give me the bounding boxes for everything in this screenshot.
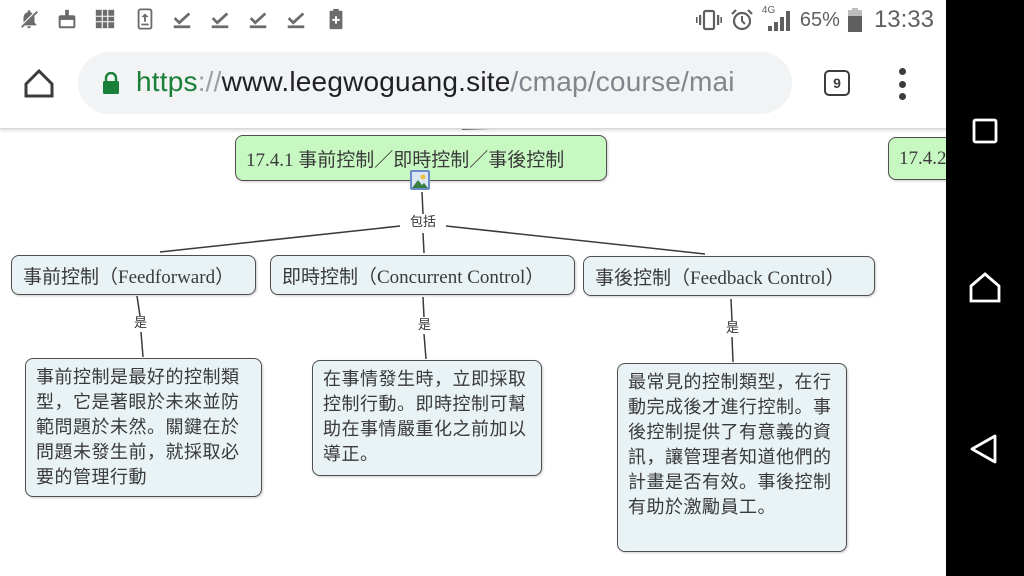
lock-icon	[103, 72, 119, 94]
alarm-icon	[731, 9, 753, 31]
home-icon[interactable]	[968, 271, 1002, 305]
tab-count: 9	[833, 75, 841, 91]
clock: 13:33	[873, 6, 934, 33]
description-node-concurrent-control[interactable]: 在事情發生時，立即採取控制行動。即時控制可幫助在事情嚴重化之前加以導正。	[312, 360, 542, 476]
cleaner-broom-icon	[58, 9, 76, 29]
topic-node-17-4-1[interactable]: 17.4.1 事前控制／即時控制／事後控制	[235, 135, 607, 181]
recents-icon[interactable]	[968, 114, 1002, 148]
description-node-feedforward[interactable]: 事前控制是最好的控制類型，它是著眼於未來並防範問題於未然。關鍵在於問題未發生前，…	[25, 358, 262, 497]
vibrate-icon	[695, 9, 722, 31]
download-done-icon	[249, 12, 267, 29]
link-label-is: 是	[132, 316, 150, 332]
connector-lines	[136, 129, 734, 363]
more-vert-icon[interactable]	[896, 68, 908, 100]
url-bar[interactable]: https://www.leegwoguang.site/cmap/course…	[78, 52, 792, 114]
battery-percent: 65%	[799, 8, 840, 31]
status-bar: 4G 65% 13:33	[0, 0, 946, 40]
battery-icon	[847, 8, 862, 32]
link-label-is: 是	[724, 321, 742, 337]
description-node-feedback-control[interactable]: 最常見的控制類型，在行動完成後才進行控制。事後控制提供了有意義的資訊，讓管理者知…	[617, 363, 847, 552]
download-done-icon	[287, 12, 305, 29]
link-label-is: 是	[416, 318, 434, 334]
app-grid-icon	[95, 9, 115, 29]
topic-node-17-4-2[interactable]: 17.4.2	[888, 137, 946, 180]
tab-switcher-button[interactable]: 9	[824, 70, 850, 96]
notifications-off-icon	[19, 9, 39, 29]
status-right-group: 4G 65% 13:33	[695, 4, 934, 36]
url-text[interactable]: https://www.leegwoguang.site/cmap/course…	[136, 66, 735, 97]
home-icon[interactable]	[20, 64, 58, 102]
phone-upload-icon	[137, 8, 153, 30]
concept-node-concurrent-control[interactable]: 即時控制（Concurrent Control）	[270, 255, 575, 295]
image-resource-icon[interactable]	[410, 170, 430, 190]
battery-plus-icon	[329, 8, 343, 30]
download-done-icon	[211, 12, 229, 29]
browser-screen: 4G 65% 13:33 https://www.leegwoguang.sit…	[0, 0, 946, 576]
android-navigation-bar	[946, 0, 1024, 576]
browser-toolbar: https://www.leegwoguang.site/cmap/course…	[0, 40, 946, 129]
download-done-icon	[173, 12, 191, 29]
concept-node-feedforward[interactable]: 事前控制（Feedforward）	[11, 255, 256, 295]
link-label-includes: 包括	[408, 215, 439, 231]
concept-map-canvas: 17.4.1 事前控制／即時控制／事後控制 17.4.2 包括 事前控制（Fee…	[0, 129, 946, 576]
back-icon[interactable]	[968, 432, 1002, 466]
concept-node-feedback-control[interactable]: 事後控制（Feedback Control）	[583, 256, 875, 296]
signal-4g-icon: 4G	[762, 5, 792, 33]
